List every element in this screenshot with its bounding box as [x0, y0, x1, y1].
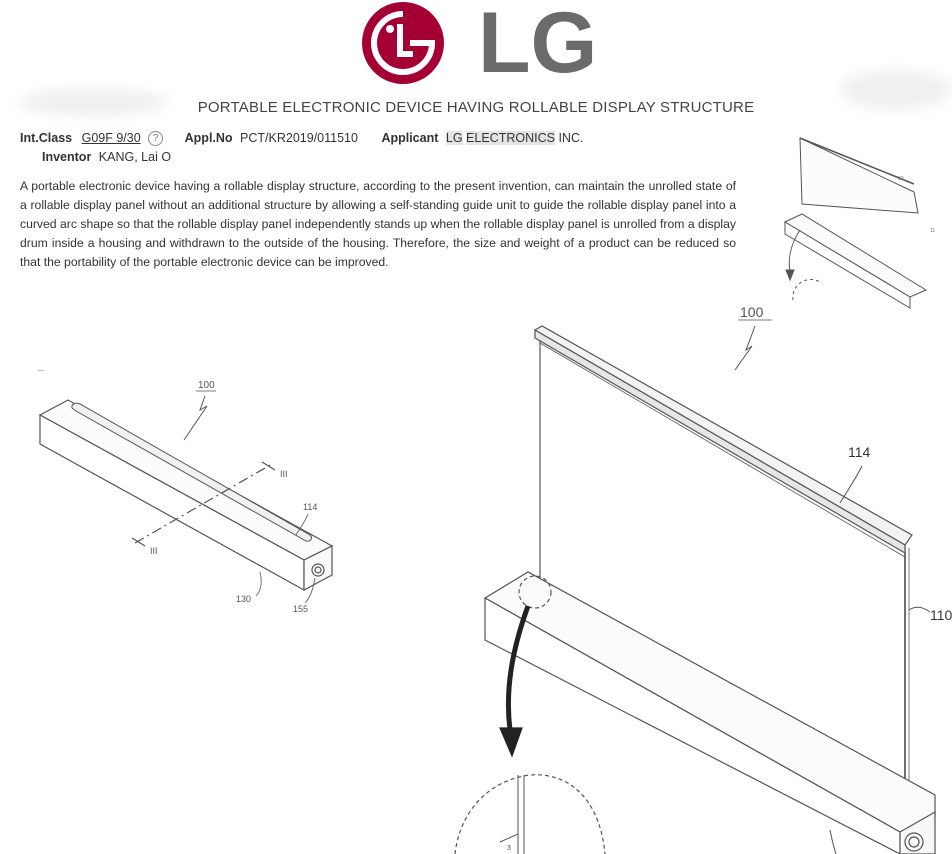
closed-front-face: [39, 413, 305, 592]
large-detail-arrow-head: [499, 727, 523, 758]
appl-no-label: Appl.No: [184, 131, 233, 145]
closed-label-114: 114: [303, 502, 317, 512]
patent-title: PORTABLE ELECTRONIC DEVICE HAVING ROLLAB…: [197, 99, 755, 116]
small-detail-arc: [792, 278, 821, 301]
small-tiny-label-2: 11: [930, 228, 935, 234]
lg-logo-wordmark: LG: [478, 0, 597, 86]
section-line: [134, 463, 273, 544]
section-tick-bottom: [131, 537, 146, 547]
section-tick-top: [261, 461, 276, 471]
figure-small-open-device: 10 11: [783, 137, 935, 309]
large-port-outer: [904, 832, 924, 852]
applicant-inc: INC.: [558, 131, 584, 145]
large-guide-line: [539, 342, 906, 558]
closed-label-155-leader: [304, 577, 316, 604]
small-panel: [799, 137, 919, 214]
closed-top-face: [38, 399, 334, 561]
blur-smudge-left: [18, 88, 168, 116]
closed-slot: [71, 402, 312, 542]
applicant-electronics[interactable]: ELECTRONICS: [466, 131, 555, 145]
closed-label-130: 130: [236, 594, 251, 604]
abstract-text: A portable electronic device having a ro…: [20, 179, 736, 269]
closed-label-155: 155: [293, 604, 308, 614]
closed-port-outer: [311, 563, 325, 577]
closed-end-face: [303, 545, 333, 592]
small-tiny-label-1: 10: [898, 176, 904, 182]
large-detail-arrow: [505, 605, 531, 731]
large-detail-circle: [518, 575, 552, 609]
large-label-110-leader: [908, 606, 931, 613]
small-base-top: [783, 213, 928, 298]
lg-logo-face-eye: [386, 25, 394, 33]
int-class-link[interactable]: G09F 9/30: [81, 131, 141, 145]
applicant-lg[interactable]: LG: [445, 131, 463, 145]
meta-row-1: Int.Class G09F 9/30 ? Appl.No PCT/KR2019…: [20, 131, 584, 147]
figure-closed-device: ‾‾ III III 100 114 130 155: [37, 370, 334, 614]
large-label-114-leader: [839, 465, 863, 504]
large-detail-label: 3: [507, 845, 511, 852]
closed-label-100-leader: [183, 395, 208, 441]
section-mark-bottom: III: [150, 546, 158, 556]
small-base-front: [784, 221, 911, 309]
meta-row-2: Inventor KANG, Lai O: [42, 150, 171, 164]
inventor-label: Inventor: [42, 150, 92, 164]
closed-port-inner: [314, 566, 322, 574]
large-label-100-leader: [734, 325, 756, 371]
help-icon[interactable]: ?: [148, 131, 164, 147]
small-panel-top: [799, 137, 915, 185]
appl-no-value: PCT/KR2019/011510: [240, 131, 358, 145]
blur-smudge-right: [840, 70, 952, 110]
large-zoom-arc: [454, 774, 606, 854]
lg-logo-face-l-base: [397, 51, 413, 57]
large-base-front: [484, 596, 901, 854]
fig-corner-mark: ‾‾: [37, 370, 45, 380]
small-arrow: [788, 229, 801, 273]
closed-label-114-leader: [295, 513, 309, 536]
large-base-curve: [829, 829, 837, 854]
lg-logo-face-arc: [371, 11, 436, 75]
lg-logo: LG: [362, 0, 597, 86]
closed-label-130-leader: [255, 571, 262, 597]
inventor-value: KANG, Lai O: [98, 150, 172, 164]
lg-logo-face-l: [397, 24, 403, 57]
closed-label-100: 100: [198, 380, 215, 391]
section-mark-top: III: [280, 469, 288, 479]
large-label-110: 110: [930, 607, 952, 623]
figure-large-open-device: 100 3 114 110: [454, 304, 952, 854]
large-label-114: 114: [848, 444, 871, 460]
applicant-label: Applicant: [381, 131, 439, 145]
large-label-100: 100: [740, 304, 764, 320]
int-class-label: Int.Class: [20, 131, 73, 145]
large-zoom-detail: [499, 833, 519, 854]
large-port-inner: [908, 836, 920, 848]
small-arrow-head: [785, 269, 795, 282]
